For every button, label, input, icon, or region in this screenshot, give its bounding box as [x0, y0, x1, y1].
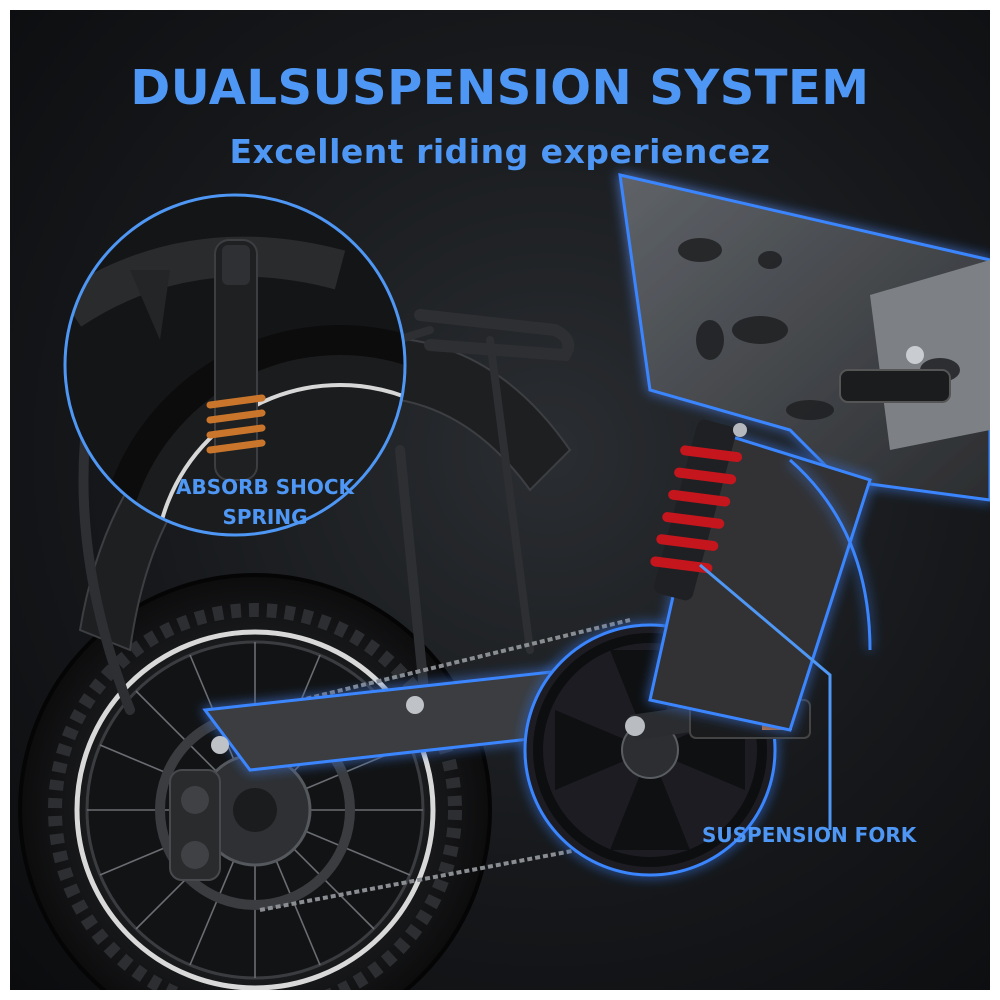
absorb-shock-label-line1: ABSORB SHOCK [175, 475, 355, 499]
fork-leader-line [699, 563, 832, 830]
absorb-shock-label-line2: SPRING [222, 505, 308, 529]
drive-chain [259, 618, 631, 912]
shock-detail-inset [63, 193, 407, 537]
banner-title: DUALSUSPENSION SYSTEM [130, 60, 870, 116]
rear-shock-spring [650, 419, 747, 601]
bike-frame [618, 173, 990, 732]
product-banner: DUALSUSPENSION SYSTEM Excellent riding e… [10, 10, 990, 990]
rear-derailleur [169, 769, 221, 881]
ebike-illustration [18, 173, 990, 990]
suspension-fork-callout: SUSPENSION FORK [702, 823, 917, 847]
absorb-shock-callout: ABSORB SHOCK SPRING [150, 472, 380, 532]
banner-subtitle: Excellent riding experiencez [229, 132, 771, 171]
